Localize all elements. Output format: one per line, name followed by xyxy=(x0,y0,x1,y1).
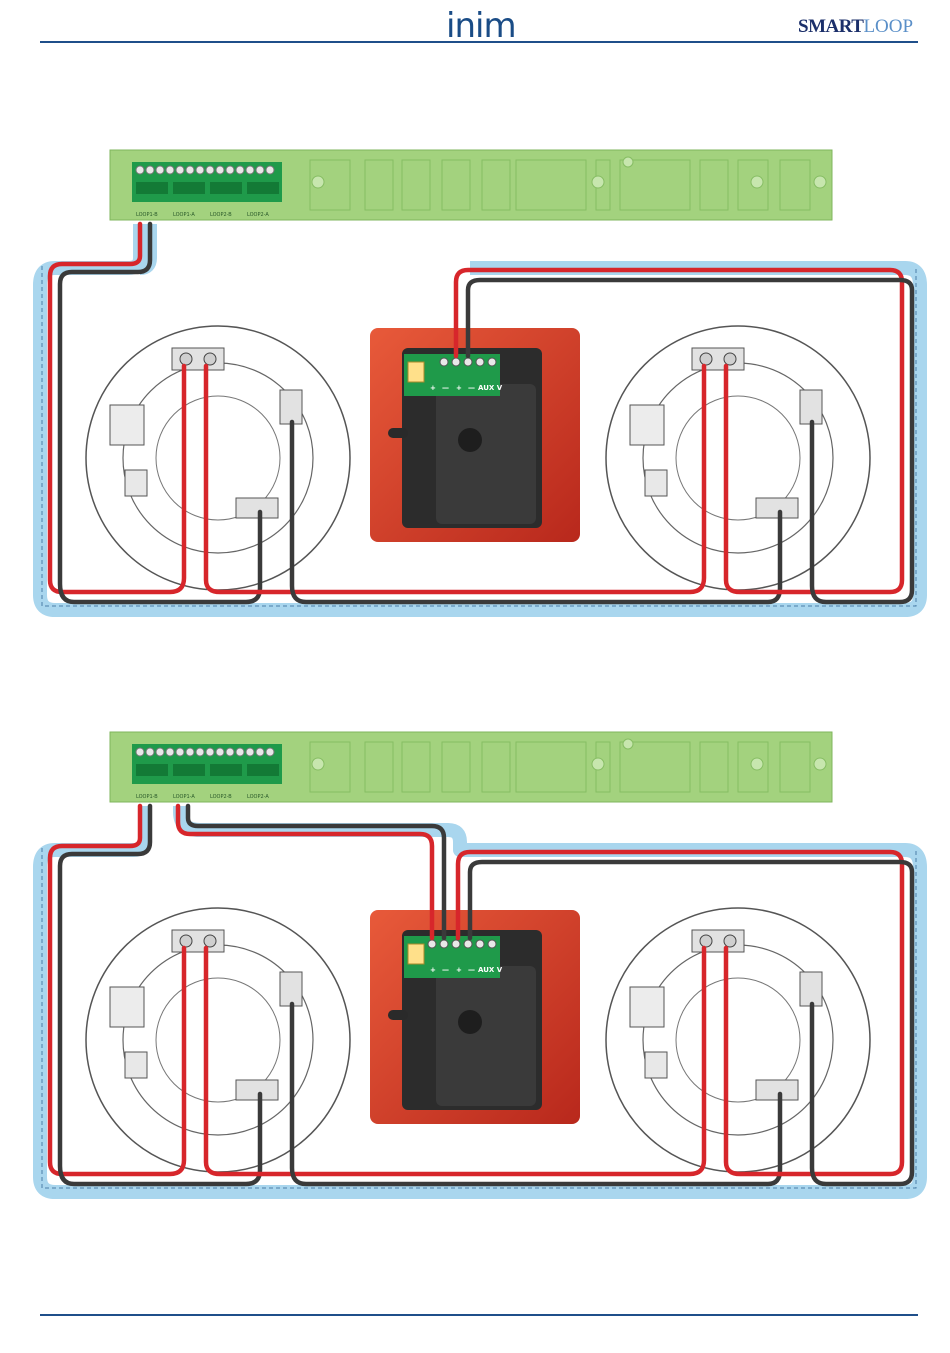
module-terminal-label-1: + xyxy=(430,966,436,974)
module-terminal-label-2: — xyxy=(442,966,449,974)
interface-module: + — + — AUX V xyxy=(370,328,580,542)
panel-terminal-label-2: LOOP1-A xyxy=(173,212,195,218)
module-terminal-label-4: — xyxy=(468,966,475,974)
interface-module: + — + — AUX V xyxy=(370,910,580,1124)
brand-part1: SMART xyxy=(798,16,863,37)
panel-terminal-label-4: LOOP2-A xyxy=(247,794,269,800)
detector-base-right xyxy=(606,908,870,1172)
module-terminal-label-3: + xyxy=(456,384,462,392)
detector-base-left xyxy=(86,908,350,1172)
panel-terminal-label-3: LOOP2-B xyxy=(210,212,232,218)
wiring-diagram-2: LOOP1-B LOOP1-A LOOP2-B LOOP2-A xyxy=(0,722,950,1202)
control-panel-board: LOOP1-B LOOP1-A LOOP2-B LOOP2-A xyxy=(110,732,832,802)
module-terminal-label-4: — xyxy=(468,384,475,392)
panel-terminal-label-1: LOOP1-B xyxy=(136,212,158,218)
detector-base-left xyxy=(86,326,350,590)
module-terminal-label-5: AUX V xyxy=(478,966,503,974)
loop-terminal-blocks xyxy=(132,162,282,202)
module-terminal-label-2: — xyxy=(442,384,449,392)
module-terminal-label-1: + xyxy=(430,384,436,392)
panel-terminal-label-2: LOOP1-A xyxy=(173,794,195,800)
module-terminal-label-3: + xyxy=(456,966,462,974)
smartloop-brand: SMARTLOOP xyxy=(798,16,913,38)
footer-rule xyxy=(40,1314,918,1316)
module-terminal-label-5: AUX V xyxy=(478,384,503,392)
panel-terminal-label-1: LOOP1-B xyxy=(136,794,158,800)
panel-terminal-label-4: LOOP2-A xyxy=(247,212,269,218)
panel-terminal-label-3: LOOP2-B xyxy=(210,794,232,800)
inim-logo: inim xyxy=(446,8,516,44)
control-panel-board: LOOP1-B LOOP1-A LOOP2-B LOOP2-A xyxy=(110,150,832,220)
brand-part2: LOOP xyxy=(863,16,913,37)
detector-base-right xyxy=(606,326,870,590)
wiring-diagram-1: LOOP1-B LOOP1-A LOOP2-B LOOP2-A xyxy=(0,140,950,620)
loop-terminal-blocks xyxy=(132,744,282,784)
